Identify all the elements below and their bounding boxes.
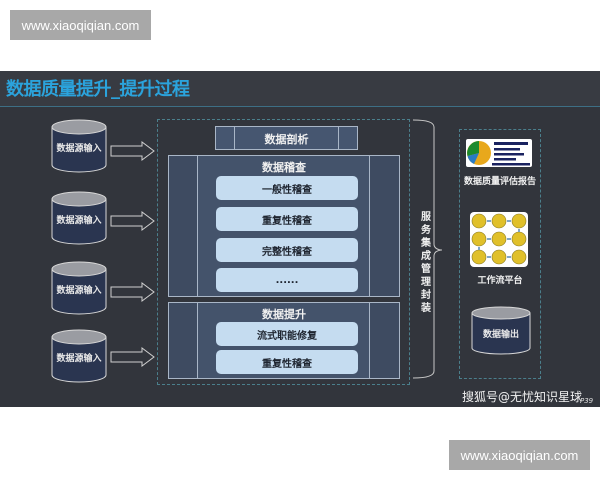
data-audit-panel: 数据稽查 一般性稽查 重复性稽查 完整性稽查 ...... (168, 155, 400, 297)
data-output-cylinder: 数据输出 (471, 306, 531, 356)
input-label: 数据源输入 (56, 216, 102, 226)
database-icon (51, 191, 107, 245)
audit-item: 一般性稽查 (216, 176, 358, 200)
service-integration-label: 服务集成管理封装 (421, 212, 431, 314)
arrow-right-icon (110, 282, 155, 302)
improve-item: 重复性稽查 (216, 350, 358, 374)
divider (234, 127, 235, 149)
database-icon (51, 329, 107, 383)
data-improve-panel: 数据提升 流式职能修复 重复性稽查 (168, 302, 400, 379)
audit-item: 完整性稽查 (216, 238, 358, 262)
workflow-label: 工作流平台 (477, 276, 523, 286)
database-icon (51, 261, 107, 315)
audit-item: ...... (216, 268, 358, 292)
watermark-top: www.xiaoqiqian.com (10, 10, 151, 40)
divider (197, 303, 198, 378)
database-icon (471, 306, 531, 355)
workflow-icon (470, 212, 528, 267)
data-source-input-cylinder: 数据源输入 (51, 191, 107, 245)
divider (369, 156, 370, 296)
audit-title: 数据稽查 (262, 161, 306, 174)
database-icon (51, 119, 107, 173)
analysis-label: 数据剖析 (264, 133, 309, 146)
credit-text: 搜狐号@无忧知识星球 (462, 390, 583, 404)
input-label: 数据源输入 (56, 286, 102, 296)
panel-side (370, 303, 399, 378)
report-label: 数据质量评估报告 (463, 177, 536, 187)
data-analysis-box: 数据剖析 (215, 126, 358, 150)
divider (197, 156, 198, 296)
improve-item: 流式职能修复 (216, 322, 358, 346)
report-icon (466, 139, 532, 167)
divider (338, 127, 339, 149)
data-source-input-cylinder: 数据源输入 (51, 329, 107, 383)
output-label: 数据输出 (482, 330, 519, 340)
diagram-slide: 数据质量提升_提升过程 数据源输入 数据源输入 数据源输入 (0, 71, 600, 407)
watermark-bottom: www.xiaoqiqian.com (449, 440, 590, 470)
improve-title: 数据提升 (262, 308, 306, 321)
slide-header: 数据质量提升_提升过程 (0, 71, 600, 107)
divider (369, 303, 370, 378)
processing-container (157, 119, 410, 385)
panel-side (169, 156, 197, 296)
panel-side (169, 303, 197, 378)
panel-side (370, 156, 399, 296)
page-number: P39 (580, 397, 594, 405)
data-source-input-cylinder: 数据源输入 (51, 261, 107, 315)
arrow-right-icon (110, 141, 155, 161)
arrow-right-icon (110, 347, 155, 367)
brace-icon (412, 119, 442, 379)
input-label: 数据源输入 (56, 354, 102, 364)
slide-title: 数据质量提升_提升过程 (6, 79, 190, 100)
input-label: 数据源输入 (56, 144, 102, 154)
arrow-right-icon (110, 211, 155, 231)
audit-item: 重复性稽查 (216, 207, 358, 231)
output-container (459, 129, 541, 379)
data-source-input-cylinder: 数据源输入 (51, 119, 107, 173)
